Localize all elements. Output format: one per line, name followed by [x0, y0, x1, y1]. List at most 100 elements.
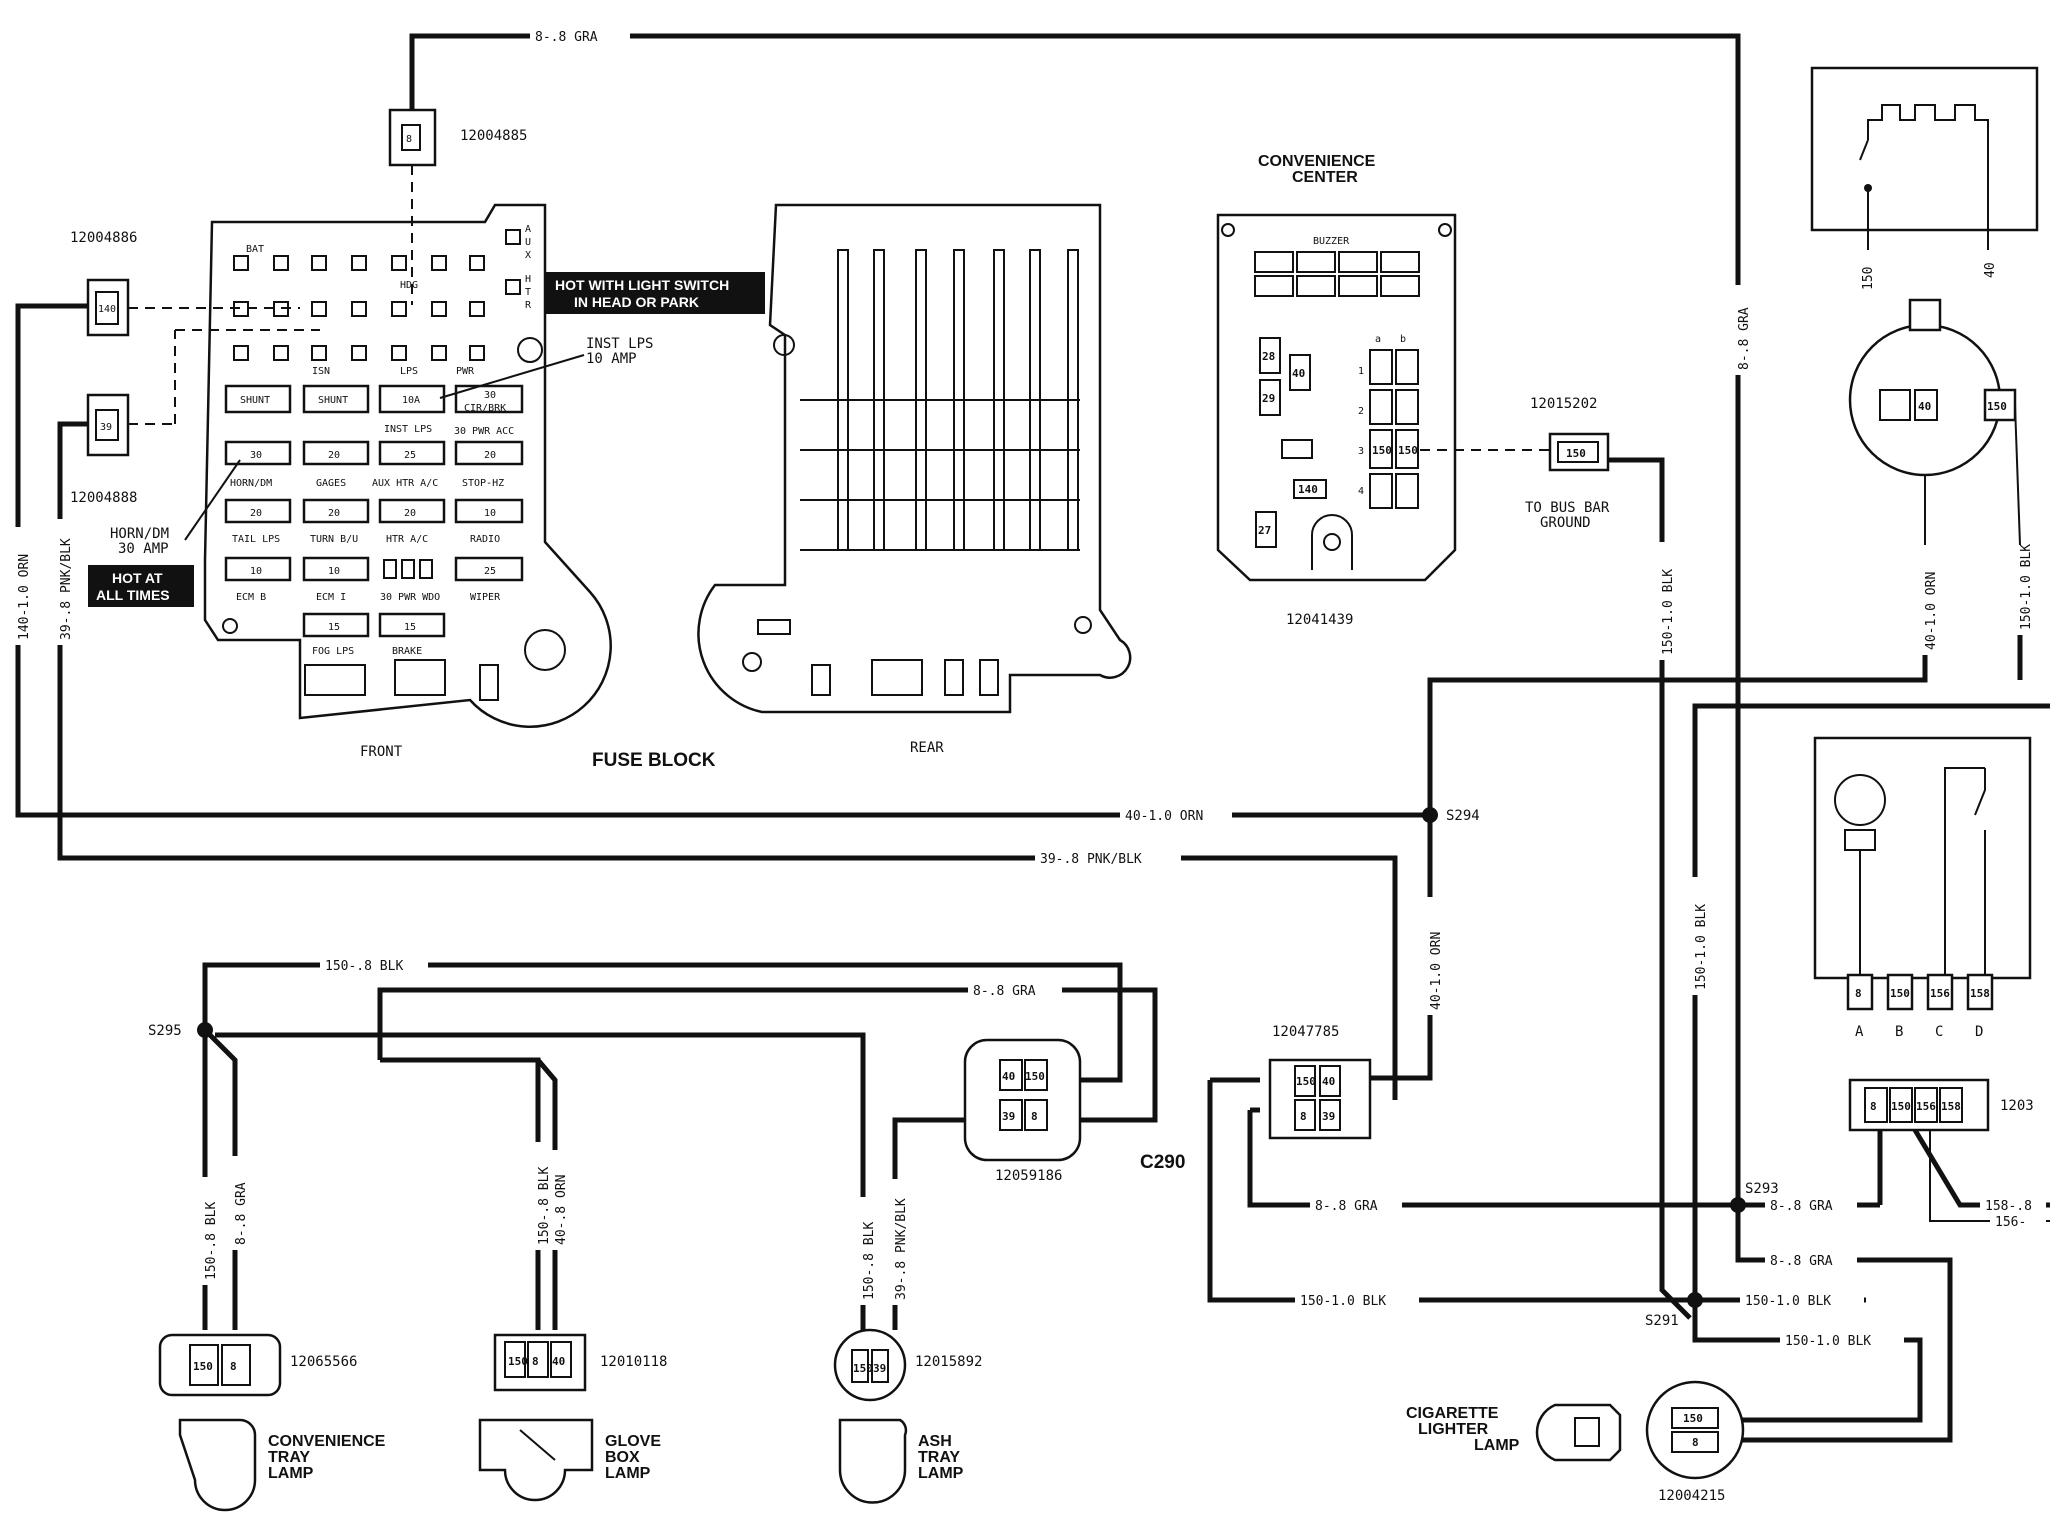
fuse-rating: 15	[328, 622, 340, 633]
fuse-name: HORN/DM	[230, 478, 272, 489]
wire-label: 150-1.0 BLK	[1694, 904, 1709, 990]
wire-label: 150-1.0 BLK	[1745, 1294, 1831, 1309]
wire-label: 150-1.0 BLK	[1661, 569, 1676, 655]
wire-label: 150-.8 BLK	[537, 1167, 552, 1245]
connector-cavity: 8	[1692, 1436, 1699, 1449]
connector-cavity: 39	[1322, 1110, 1335, 1123]
fuse-name: TAIL LPS	[232, 534, 280, 545]
wire-label: 40-1.0 ORN	[1924, 572, 1939, 650]
fuse-row-2: 30 HORN/DM 20 GAGES 25 AUX HTR A/C 20 ST…	[224, 440, 524, 489]
connector-cavity: 40	[1002, 1070, 1015, 1083]
connector-part-number: 12004888	[70, 490, 137, 506]
connector-1203x: 8 150 156 158 1203	[1848, 1078, 2034, 1132]
c290-label: C290	[1140, 1152, 1185, 1173]
note-hot-at-all-times-line2: ALL TIMES	[96, 587, 170, 603]
connector-cavity: 39	[100, 422, 112, 433]
fuse-name: TURN B/U	[310, 534, 358, 545]
fuse-block-title: FUSE BLOCK	[592, 750, 716, 771]
fuse-name: HTR A/C	[386, 534, 428, 545]
note-hot-at-all-times-line1: HOT AT	[112, 570, 163, 586]
fuse-name: ECM I	[316, 592, 346, 603]
fuse-block-rear-label: REAR	[910, 740, 944, 756]
fuse-rating: SHUNT	[318, 395, 348, 406]
switch-wire-40: 40	[1983, 262, 1998, 278]
wire-label: 8-.8 GRA	[1315, 1199, 1378, 1214]
wire-labels: 8-.8 GRA 140-1.0 ORN 39-.8 PNK/BLK 40-1.…	[15, 28, 2046, 1349]
connector-cavity: 150	[1891, 1100, 1911, 1113]
fuse-rating: 10	[484, 508, 496, 519]
connector-cavity: 150	[1296, 1075, 1316, 1088]
convenience-relay-grid	[1254, 251, 1420, 297]
lamp-socket-letter: C	[1935, 1024, 1943, 1040]
lamp-label: BOX	[605, 1449, 640, 1466]
connector-cavity: 40	[552, 1355, 565, 1368]
wire-label: 150-.8 BLK	[204, 1202, 219, 1280]
convenience-center-title-line2: CENTER	[1292, 169, 1358, 186]
buzzer-label: BUZZER	[1313, 236, 1350, 247]
fuse-name: ECM B	[236, 592, 266, 603]
terminal-label: H	[525, 274, 531, 285]
fuse-rating: 20	[328, 450, 340, 461]
connector-part-number: 12047785	[1272, 1024, 1339, 1040]
terminal-label: ISN	[312, 366, 330, 377]
fuse-name: STOP-HZ	[462, 478, 504, 489]
note-horn-dm-line2: 30 AMP	[118, 541, 169, 557]
splice-label: S295	[148, 1023, 182, 1039]
fuse-rating: 25	[484, 566, 496, 577]
wire-label: 140-1.0 ORN	[17, 554, 32, 640]
convenience-center-part-number: 12041439	[1286, 612, 1353, 628]
fuse-name: RADIO	[470, 534, 500, 545]
convenience-row: 3	[1358, 446, 1364, 457]
splice-s293	[1730, 1197, 1746, 1213]
lamp-label: TRAY	[918, 1449, 960, 1466]
convenience-cavity: 150	[1372, 444, 1392, 457]
ground-label-line1: TO BUS BAR	[1525, 500, 1610, 516]
convenience-cavity: 40	[1292, 367, 1305, 380]
connector-cavity: 150	[1683, 1412, 1703, 1425]
terminal-label: HDG	[400, 280, 418, 291]
lamp-label: LAMP	[1474, 1437, 1520, 1454]
fuse-rating: 10	[250, 566, 262, 577]
connector-part-number: 12004886	[70, 230, 137, 246]
splices: S294 S295 S293 S291	[148, 807, 1779, 1329]
wire-label: 150-1.0 BLK	[2019, 544, 2034, 630]
fuse-name: FOG LPS	[312, 646, 354, 657]
note-hot-light-switch-line1: HOT WITH LIGHT SWITCH	[555, 277, 729, 293]
fuse-name: BRAKE	[392, 646, 422, 657]
note-horn-dm-line1: HORN/DM	[110, 526, 169, 542]
lamp-label: LAMP	[918, 1465, 964, 1482]
terminal-label: T	[525, 287, 531, 298]
connector-cavity: 150	[508, 1355, 528, 1368]
lamp-label: TRAY	[268, 1449, 310, 1466]
connector-part-number: 12010118	[600, 1354, 667, 1370]
splice-s291	[1687, 1292, 1703, 1308]
terminal-label: X	[525, 250, 531, 261]
connector-part-number: 12004215	[1658, 1488, 1725, 1504]
lamp-socket-letter: A	[1855, 1024, 1864, 1040]
wire-label: 40-.8 ORN	[554, 1175, 569, 1245]
connector-part-number: 12015202	[1530, 396, 1597, 412]
connector-cavity: 8	[1031, 1110, 1038, 1123]
connector-part-number: 12015892	[915, 1354, 982, 1370]
connector-cavity: 8	[1870, 1100, 1877, 1113]
lamp-socket-assembly: 8 150 156 158 A B C D	[1813, 736, 2032, 1040]
lamp-label: CONVENIENCE	[268, 1433, 386, 1450]
lamp-socket-cavity: 156	[1930, 987, 1950, 1000]
connector-12015892: 150 39 12015892	[833, 1328, 982, 1402]
fuse-extra-label: 30 PWR ACC	[454, 426, 514, 437]
connector-cavity: 39	[1002, 1110, 1015, 1123]
ash-tray-lamp: ASH TRAY LAMP	[838, 1418, 964, 1504]
note-inst-lps-line2: 10 AMP	[586, 351, 637, 367]
fuse-row-1: SHUNT SHUNT 10A INST LPS 30 CIR/BRK 30 P…	[224, 384, 524, 437]
wire-label: 8-.8 GRA	[1770, 1199, 1833, 1214]
connector-cavity: 40	[1322, 1075, 1335, 1088]
connector-12015202: 12015202 150 TO BUS BAR GROUND	[1525, 396, 1610, 531]
wire-label: 8-.8 GRA	[1737, 307, 1752, 370]
switch-assembly: 150 40	[1810, 66, 2039, 290]
connector-cavity: 150	[853, 1362, 873, 1375]
fuse-name: INST LPS	[384, 424, 432, 435]
fuse-block-terminals	[233, 229, 521, 361]
splice-label: S293	[1745, 1181, 1779, 1197]
switch-wire-150: 150	[1861, 267, 1876, 290]
connector-cavity: 150	[1025, 1070, 1045, 1083]
